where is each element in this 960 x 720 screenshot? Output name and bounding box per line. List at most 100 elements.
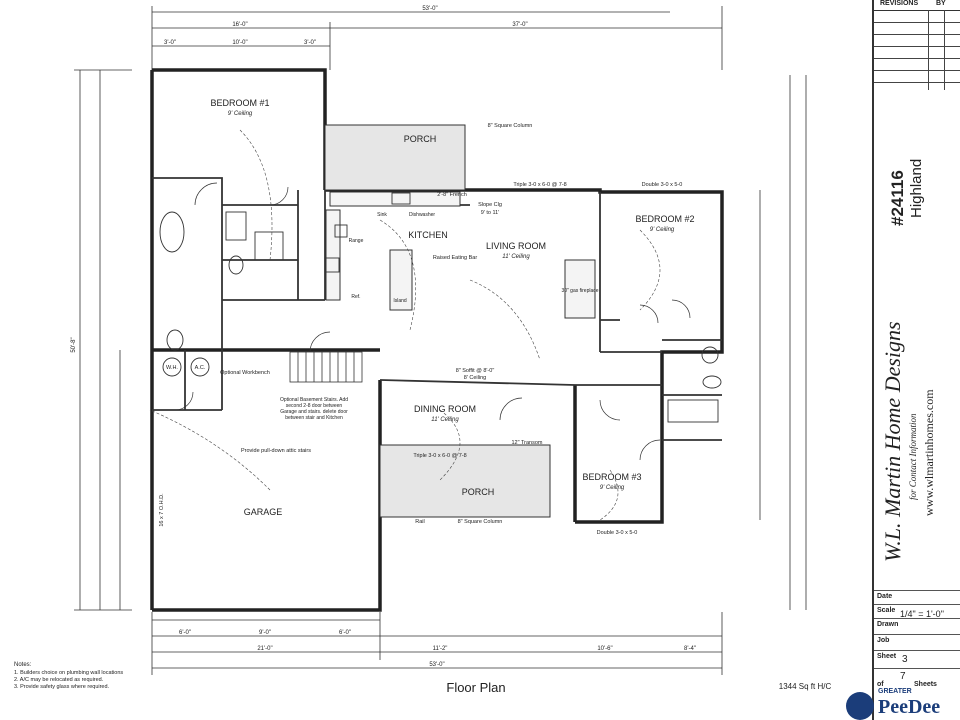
dim-bottom-1: 21'-0": [257, 646, 272, 652]
stairs: [289, 351, 363, 383]
dim-bottom-5: 6'-0": [179, 630, 191, 636]
room-bedroom1-ceiling: 9' Ceiling: [228, 111, 253, 117]
rev-col-divider: [944, 10, 945, 90]
notes-title: Notes:: [14, 662, 32, 668]
doors: [174, 182, 691, 461]
room-bedroom2-ceiling: 9' Ceiling: [650, 227, 675, 233]
note-square-col-bottom: 8" Square Column: [458, 519, 503, 525]
note-stairs-fo: Optional Basement Stairs. Add second 2-8…: [279, 397, 349, 421]
room-bedroom3-ceiling: 9' Ceiling: [600, 485, 625, 491]
dim-bottom-4: 8'-4": [684, 646, 696, 652]
porch-front-area: [379, 444, 551, 518]
room-garage: GARAGE: [244, 507, 283, 517]
revisions-label: REVISIONS: [880, 0, 919, 7]
note-ref: Ref.: [351, 294, 360, 300]
room-living-ceiling: 11' Ceiling: [502, 254, 530, 260]
sheets-value: 7: [900, 671, 906, 682]
room-dining-ceiling: 11' Ceiling: [431, 417, 459, 423]
dim-bottom-3: 10'-6": [597, 646, 612, 652]
note-slope2: 9' to 11': [481, 210, 500, 216]
dim-top-5: 3'-0": [304, 40, 316, 46]
note-raised-bar: Raised Eating Bar: [433, 255, 477, 261]
company-website: www.wlmartinhomes.com: [922, 389, 936, 516]
side-dimension-lines: [74, 69, 807, 611]
note-workbench: Optional Workbench: [220, 370, 270, 376]
note-triple-top: Triple 3-0 x 6-0 @ 7-8: [513, 182, 566, 188]
of-label: of: [877, 681, 884, 688]
top-dimension-lines: [151, 6, 723, 70]
note-transom: 12" Transom: [512, 440, 543, 446]
title-block: REVISIONS BY Date Scale 1/4" = 1'-0" Dra…: [872, 0, 960, 720]
logo-name: PeeDee: [878, 696, 941, 718]
interior-walls: [152, 177, 722, 441]
room-bedroom1: BEDROOM #1: [210, 98, 269, 108]
job-label: Job: [877, 637, 890, 644]
logo-emblem-icon: [846, 692, 874, 720]
note-attic: Provide pull-down attic stairs: [241, 448, 311, 454]
date-label: Date: [877, 593, 893, 600]
dim-top-2: 37'-0": [512, 22, 527, 28]
company-contact: for Contact Information: [908, 413, 918, 500]
tb-row-date: Date: [874, 590, 960, 605]
tb-row-sheets: of 7 Sheets: [874, 668, 960, 689]
room-dining: DINING ROOM: [414, 404, 476, 414]
note-item: 1. Builders choice on plumbing wall loca…: [14, 670, 123, 676]
logo-greater: GREATER: [878, 688, 912, 695]
note-soffit2: 8' Ceiling: [464, 375, 486, 381]
dim-top-1: 16'-0": [232, 22, 247, 28]
peedee-logo: GREATER PeeDee: [842, 688, 960, 720]
note-square-col: 8" Square Column: [488, 123, 533, 129]
sheets-label: Sheets: [914, 681, 937, 688]
note-double-bottom: Double 3-0 x 5-0: [597, 530, 638, 536]
room-bedroom2: BEDROOM #2: [635, 214, 694, 224]
room-bedroom3: BEDROOM #3: [582, 472, 641, 482]
scale-value: 1/4" = 1'-0": [900, 609, 944, 619]
plan-title: Floor Plan: [446, 680, 505, 695]
revisions-grid: [874, 10, 960, 90]
dim-overall-width: 53'-0": [422, 6, 437, 12]
note-garage-door: 16 x 7 O.H.D.: [159, 493, 165, 527]
sheet-value: 3: [902, 654, 908, 665]
dim-bottom-7: 6'-0": [339, 630, 351, 636]
rev-col-divider: [928, 10, 929, 90]
note-item: 2. A/C may be relocated as required.: [14, 677, 104, 683]
note-stairs: Optional Basement Stairs. Add second 2-8…: [279, 397, 349, 421]
company-name: W.L. Martin Home Designs: [880, 321, 905, 562]
room-porch-back: PORCH: [404, 134, 437, 144]
note-island: Island: [393, 298, 407, 304]
bottom-dimension-lines: [151, 612, 723, 675]
tb-row-scale: Scale 1/4" = 1'-0": [874, 604, 960, 619]
note-item: 3. Provide safety glass where required.: [14, 684, 110, 690]
note-triple-bottom: Triple 3-0 x 6-0 @ 7-8: [413, 453, 466, 459]
note-soffit: 8" Soffit @ 8'-0": [456, 368, 495, 374]
plan-area: 1344 Sq ft H/C: [779, 682, 832, 691]
note-rail: Rail: [415, 519, 424, 525]
tb-row-drawn: Drawn: [874, 618, 960, 635]
revisions-header: REVISIONS BY: [874, 0, 960, 11]
tb-row-job: Job: [874, 634, 960, 651]
by-label: BY: [936, 0, 946, 7]
fixtures: [159, 192, 722, 423]
tb-row-sheet: Sheet 3: [874, 650, 960, 669]
dim-bottom-2: 11'-2": [433, 646, 448, 652]
dim-top-3: 3'-0": [164, 40, 176, 46]
note-gas: 30" gas fireplace: [561, 288, 598, 294]
note-range: Range: [349, 238, 364, 244]
sheet-label: Sheet: [877, 653, 897, 660]
note-ac: A.C.: [195, 365, 206, 371]
note-wh: W.H.: [166, 365, 178, 371]
dim-bottom-6: 9'-0": [259, 630, 271, 636]
note-sink: Sink: [377, 212, 387, 218]
scale-label: Scale: [877, 607, 896, 614]
drawn-label: Drawn: [877, 621, 899, 628]
plan-name: Highland: [908, 158, 925, 218]
dim-overall-depth: 50'-8": [71, 337, 77, 352]
dim-top-4: 10'-0": [232, 40, 247, 46]
note-dishwasher: Dishwasher: [409, 212, 435, 218]
room-living: LIVING ROOM: [486, 241, 546, 251]
room-porch-front: PORCH: [462, 487, 495, 497]
porch-back-area: [324, 124, 466, 191]
electrical-lines: [149, 129, 661, 521]
plan-number: #24116: [888, 170, 907, 226]
